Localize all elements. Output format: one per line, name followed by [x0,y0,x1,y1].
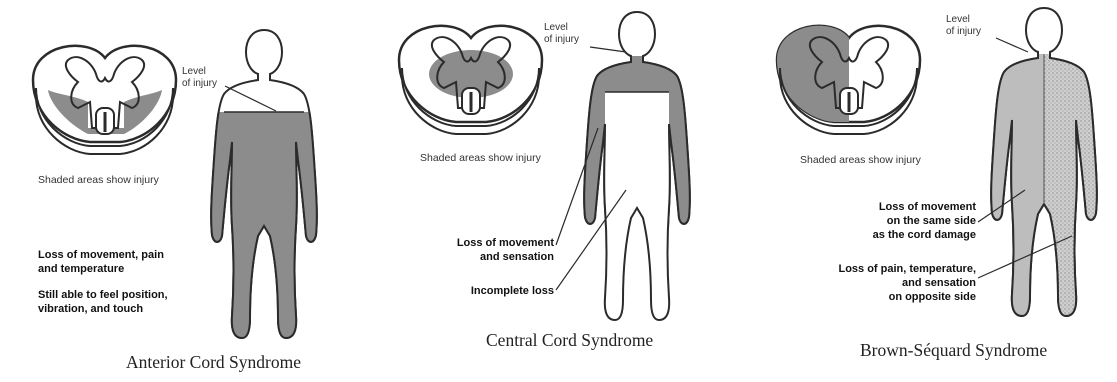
brown-sequard-level-label: Level of injury [946,14,981,38]
anterior-shaded-label: Shaded areas show injury [38,174,159,186]
anterior-level-label-line2: of injury [182,78,217,90]
brown-sequard-body-figure [991,8,1097,316]
anterior-body-figure [211,30,317,338]
anterior-able-note: Still able to feel position, vibration, … [38,288,168,316]
brown-sequard-level-pointer [996,38,1028,52]
brown-sequard-cross-section [777,26,920,134]
brown-sequard-note-line2: on the same side [800,214,976,228]
central-cord-panel [399,12,690,320]
brown-sequard-note-line4: Loss of pain, temperature, [790,262,976,276]
anterior-note-line3: Still able to feel position, [38,288,168,302]
central-body-figure [584,12,690,320]
central-cord-title: Central Cord Syndrome [486,330,653,351]
central-level-pointer [590,47,626,52]
anterior-note-line1: Loss of movement, pain [38,248,164,262]
brown-sequard-level-label-line1: Level [946,14,981,26]
anterior-note-line2: and temperature [38,262,164,276]
central-note-line1: Loss of movement [424,236,554,250]
central-cord-cross-section [399,26,542,134]
central-movement-note: Loss of movement and sensation [424,236,554,264]
central-level-label-line1: Level [544,22,579,34]
brown-sequard-title: Brown-Séquard Syndrome [860,340,1047,361]
brown-sequard-shaded-label: Shaded areas show injury [800,154,921,166]
brown-sequard-movement-note: Loss of movement on the same side as the… [800,200,976,242]
central-shaded-label: Shaded areas show injury [420,152,541,164]
brown-sequard-note-line5: and sensation [790,276,976,290]
central-level-label: Level of injury [544,22,579,46]
anterior-loss-note: Loss of movement, pain and temperature [38,248,164,276]
brown-sequard-pain-note: Loss of pain, temperature, and sensation… [790,262,976,304]
anterior-note-line4: vibration, and touch [38,302,168,316]
central-note-line2: and sensation [424,250,554,264]
central-incomplete-note: Incomplete loss [424,284,554,298]
brown-sequard-note-line6: on opposite side [790,290,976,304]
anterior-cord-title: Anterior Cord Syndrome [126,352,301,373]
anterior-level-label: Level of injury [182,66,217,90]
anterior-level-label-line1: Level [182,66,217,78]
central-level-label-line2: of injury [544,34,579,46]
brown-sequard-note-line3: as the cord damage [800,228,976,242]
brown-sequard-level-label-line2: of injury [946,26,981,38]
anterior-cord-cross-section [33,46,176,154]
brown-sequard-note-line1: Loss of movement [800,200,976,214]
